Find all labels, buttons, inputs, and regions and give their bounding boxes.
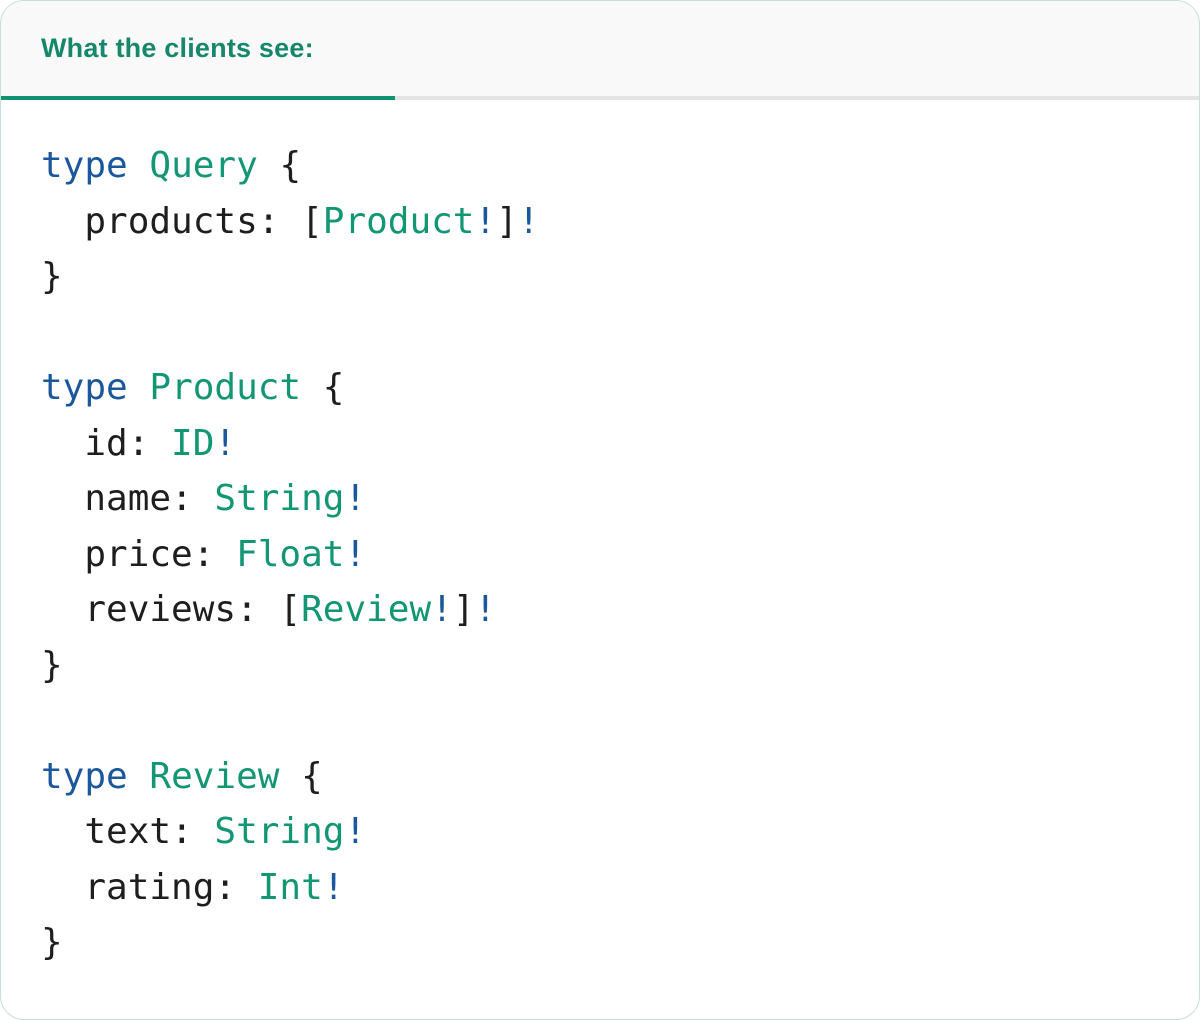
- code-token-pl: rating:: [41, 866, 258, 908]
- code-line: }: [41, 638, 1159, 694]
- code-line: }: [41, 915, 1159, 971]
- code-token-pl: reviews: [: [41, 589, 302, 630]
- code-token-bang: !: [474, 200, 497, 242]
- code-token-kw: type: [41, 367, 128, 408]
- code-token-bang: !: [344, 478, 367, 519]
- code-token-pl: ]: [452, 589, 475, 630]
- code-token-bang: !: [431, 589, 453, 630]
- code-token-ty: Float: [236, 533, 345, 575]
- code-line: type Product {: [41, 360, 1159, 416]
- code-token-pl: id:: [41, 422, 172, 464]
- code-block: type Query { products: [Product!]!} type…: [1, 100, 1199, 971]
- code-line: }: [41, 249, 1159, 305]
- code-line: price: Float!: [41, 527, 1159, 583]
- code-token-ty: String: [214, 811, 345, 852]
- code-token-ty: Query: [149, 145, 258, 186]
- code-token-ty: Product: [322, 200, 475, 242]
- code-line: text: String!: [41, 804, 1159, 860]
- tab-what-clients-see[interactable]: What the clients see:: [41, 1, 314, 96]
- code-token-pl: ]: [496, 200, 518, 242]
- code-token-bang: !: [214, 422, 237, 464]
- code-token-pl: {: [279, 755, 323, 797]
- code-token-ty: Product: [149, 367, 302, 408]
- code-token-pl: [128, 756, 150, 797]
- code-token-bang: !: [474, 589, 497, 630]
- code-token-pl: price:: [41, 533, 237, 575]
- code-token-ty: Int: [257, 866, 323, 908]
- code-line: reviews: [Review!]!: [41, 582, 1159, 638]
- code-token-ty: String: [214, 478, 345, 519]
- code-line: type Review {: [41, 749, 1159, 805]
- code-token-pl: {: [301, 367, 345, 408]
- code-token-bang: !: [517, 200, 540, 242]
- code-token-bang: !: [322, 866, 345, 908]
- code-token-pl: [128, 145, 150, 186]
- code-line: type Query {: [41, 138, 1159, 194]
- code-line: [41, 305, 1159, 361]
- code-token-pl: {: [257, 145, 302, 186]
- code-token-pl: }: [41, 922, 63, 963]
- code-token-bang: !: [344, 811, 367, 852]
- code-line: name: String!: [41, 471, 1159, 527]
- code-token-ty: ID: [171, 422, 215, 464]
- code-token-ty: Review: [149, 755, 280, 797]
- code-line: [41, 693, 1159, 749]
- code-line: id: ID!: [41, 416, 1159, 472]
- code-token-pl: text:: [41, 811, 215, 852]
- code-token-pl: }: [41, 644, 63, 686]
- code-token-kw: type: [41, 145, 128, 186]
- code-line: rating: Int!: [41, 860, 1159, 916]
- code-token-pl: [128, 367, 150, 408]
- tab-label: What the clients see:: [41, 33, 314, 63]
- code-line: products: [Product!]!: [41, 194, 1159, 250]
- code-token-pl: name:: [41, 478, 215, 519]
- code-token-pl: }: [41, 256, 63, 297]
- code-token-bang: !: [344, 533, 367, 575]
- code-token-pl: products: [: [41, 200, 323, 242]
- code-token-kw: type: [41, 755, 128, 797]
- header-divider: [1, 96, 1199, 100]
- card-header: What the clients see:: [1, 1, 1199, 100]
- active-tab-indicator: [1, 96, 395, 100]
- code-token-ty: Review: [301, 589, 432, 630]
